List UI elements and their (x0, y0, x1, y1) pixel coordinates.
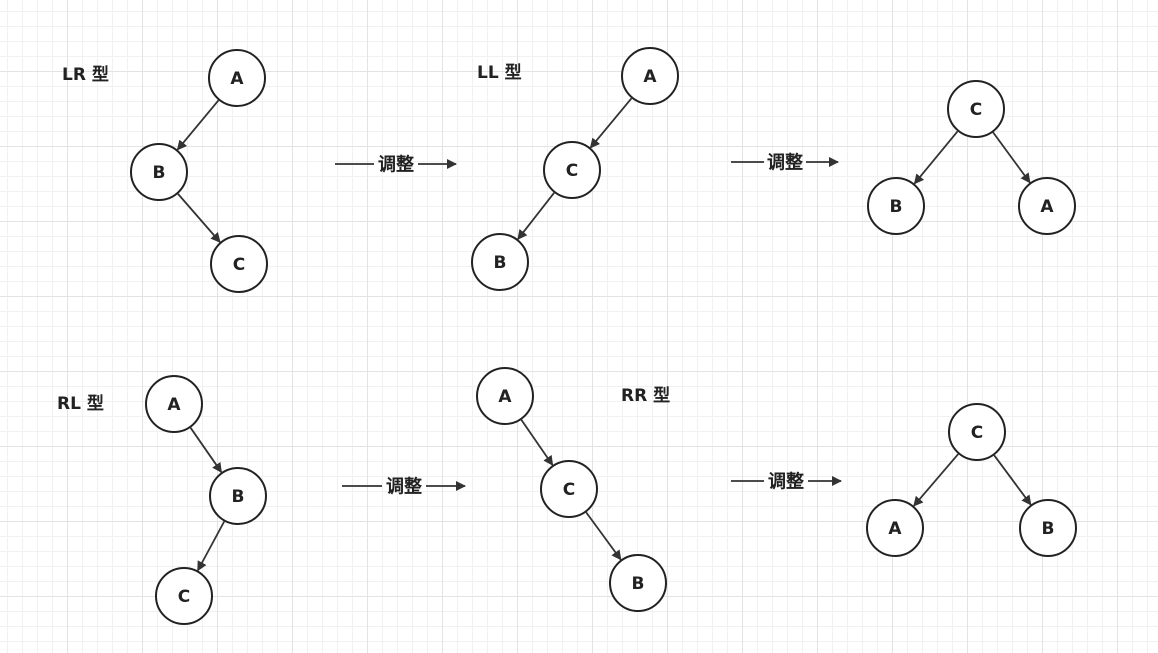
node-label: A (1040, 197, 1054, 217)
edge-rl-A-B (189, 427, 223, 474)
adjust-label-1: 调整 (378, 154, 414, 176)
node-ll-A: A (621, 47, 679, 105)
node-circle (540, 460, 598, 518)
edge-balanced-bottom-C-B (993, 454, 1032, 506)
node-circle (947, 80, 1005, 138)
edge-rr-C-B (585, 511, 622, 561)
edge-ll-C-B (517, 192, 555, 240)
adjust-arrow-2: 调整 (731, 152, 839, 174)
node-rl-A: A (145, 375, 203, 433)
node-lr-B: B (130, 143, 188, 201)
adjust-label-3: 调整 (386, 476, 422, 498)
trees-layer: A B C A C B C B A A B C A C B C A B (130, 47, 1077, 625)
node-circle (208, 49, 266, 107)
node-circle (866, 499, 924, 557)
edge-rl-B-C (197, 521, 225, 572)
node-circle (1018, 177, 1076, 235)
node-label: B (632, 574, 645, 594)
node-label: C (566, 161, 578, 181)
node-balanced-bottom-C: C (948, 403, 1006, 461)
node-circle (948, 403, 1006, 461)
tree-rr: A C B (476, 367, 667, 612)
node-ll-B: B (471, 233, 529, 291)
node-label: C (233, 255, 245, 275)
node-circle (209, 467, 267, 525)
tree-ll: A C B (471, 47, 679, 291)
node-label: B (232, 487, 245, 507)
node-circle (210, 235, 268, 293)
node-circle (621, 47, 679, 105)
tree-rl: A B C (145, 375, 267, 625)
node-balanced-top-C: C (947, 80, 1005, 138)
node-ll-C: C (543, 141, 601, 199)
node-balanced-bottom-B: B (1019, 499, 1077, 557)
label-rl: RL 型 (57, 393, 104, 414)
node-label: B (153, 163, 166, 183)
edge-lr-B-C (177, 193, 221, 243)
edge-balanced-top-C-A (992, 131, 1031, 184)
node-label: B (494, 253, 507, 273)
node-label: C (971, 423, 983, 443)
tree-lr: A B C (130, 49, 268, 293)
node-lr-C: C (210, 235, 268, 293)
adjust-label-4: 调整 (768, 471, 804, 493)
edge-balanced-top-C-B (913, 130, 959, 185)
node-circle (471, 233, 529, 291)
node-circle (543, 141, 601, 199)
node-lr-A: A (208, 49, 266, 107)
node-circle (145, 375, 203, 433)
node-label: B (890, 197, 903, 217)
node-label: C (178, 587, 190, 607)
node-circle (155, 567, 213, 625)
tree-balanced-bottom: C A B (866, 403, 1077, 557)
adjust-arrow-4: 调整 (731, 471, 842, 493)
adjust-label-2: 调整 (767, 152, 803, 174)
node-circle (130, 143, 188, 201)
edge-balanced-bottom-C-A (913, 453, 959, 507)
node-rr-A: A (476, 367, 534, 425)
node-label: A (888, 519, 902, 539)
node-balanced-top-A: A (1018, 177, 1076, 235)
node-label: A (167, 395, 181, 415)
node-circle (1019, 499, 1077, 557)
edge-ll-A-C (589, 97, 633, 149)
label-ll: LL 型 (477, 62, 522, 83)
node-label: C (563, 480, 575, 500)
label-rr: RR 型 (621, 385, 670, 406)
node-balanced-top-B: B (867, 177, 925, 235)
node-circle (609, 554, 667, 612)
node-label: A (230, 69, 244, 89)
node-circle (476, 367, 534, 425)
node-balanced-bottom-A: A (866, 499, 924, 557)
label-lr: LR 型 (62, 64, 109, 85)
edge-lr-A-B (176, 99, 220, 151)
adjust-arrow-1: 调整 (335, 154, 457, 176)
node-label: A (498, 387, 512, 407)
node-rr-B: B (609, 554, 667, 612)
tree-balanced-top: C B A (867, 80, 1076, 235)
node-label: B (1042, 519, 1055, 539)
node-rl-C: C (155, 567, 213, 625)
node-circle (867, 177, 925, 235)
node-rr-C: C (540, 460, 598, 518)
adjust-arrow-3: 调整 (342, 476, 466, 498)
node-label: A (643, 67, 657, 87)
node-rl-B: B (209, 467, 267, 525)
node-label: C (970, 100, 982, 120)
edge-rr-A-C (520, 419, 554, 466)
